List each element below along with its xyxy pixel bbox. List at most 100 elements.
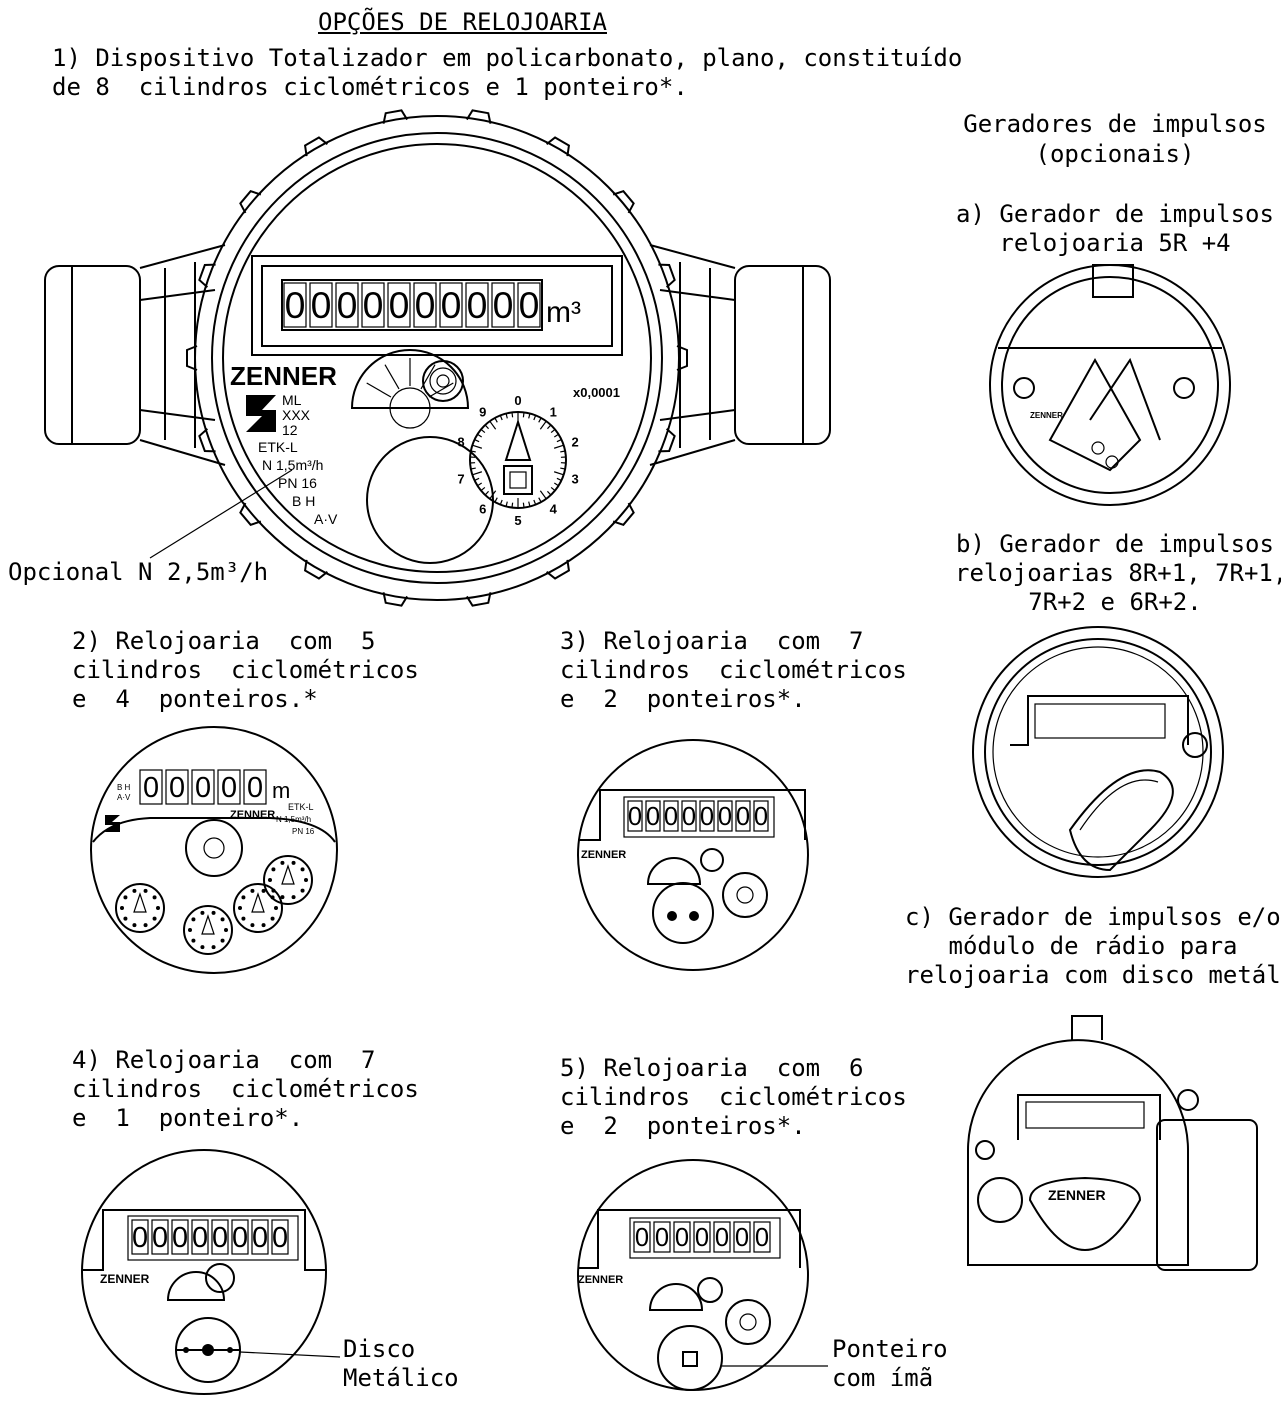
zenner-logo-mark (246, 395, 276, 432)
ring-rib (466, 109, 492, 124)
svg-text:ETK-L: ETK-L (288, 802, 314, 812)
dial-tick (560, 450, 566, 453)
dial-number: 6 (479, 502, 486, 517)
option5-line2: cilindros ciclométricos (560, 1083, 907, 1111)
ring-rib (466, 592, 492, 607)
cylinder (335, 282, 359, 328)
dial-number: 4 (550, 502, 558, 517)
svg-text:N 1,5m³/h: N 1,5m³/h (276, 815, 311, 824)
svg-text:ZENNER: ZENNER (581, 849, 626, 861)
cylinder-digit: 0 (628, 803, 642, 831)
dial-hub (503, 465, 533, 495)
option4-line2: cilindros ciclométricos (72, 1075, 419, 1103)
cylinder-digit: 0 (493, 284, 514, 326)
cylinder-digit: 0 (192, 1222, 208, 1254)
ring-rib (658, 428, 676, 453)
svg-text:ZENNER: ZENNER (578, 1274, 623, 1286)
brand-logo: ZENNER (230, 361, 337, 391)
option3-line2: cilindros ciclométricos (560, 656, 907, 684)
cylinder-digit: 0 (441, 284, 462, 326)
dial-tick (560, 467, 566, 470)
cylinder (627, 800, 643, 832)
star-spoke (384, 364, 400, 390)
cylinder-digit: 0 (363, 284, 384, 326)
option1-line2: de 8 cilindros ciclométricos e 1 ponteir… (52, 73, 688, 101)
page-title: OPÇÕES DE RELOJOARIA (318, 8, 607, 36)
dial-tick (550, 486, 556, 492)
cylinder (191, 1219, 209, 1255)
ring-rib (303, 559, 329, 580)
pulse-header-line1: Geradores de impulsos (963, 110, 1267, 138)
dial-tick (484, 424, 490, 430)
cylinder (673, 1221, 691, 1253)
ring-rib (239, 502, 262, 526)
dial-tick (522, 502, 525, 508)
cylinder (699, 800, 715, 832)
cylinder-digit: 0 (311, 284, 332, 326)
pulse-a-drawing: ZENNER (989, 264, 1231, 506)
dial-number: 8 (457, 434, 464, 449)
cylinder-digit: 0 (682, 803, 696, 831)
cylinder-digit: 0 (172, 1222, 188, 1254)
star-spoke (366, 382, 392, 398)
pulse-a-line1: a) Gerador de impulsos (956, 200, 1274, 228)
dial-tick (553, 471, 564, 476)
svg-text:B H: B H (117, 783, 131, 792)
dial-tick (489, 490, 497, 500)
ring-rib (676, 345, 688, 371)
svg-text:A·V: A·V (117, 793, 131, 802)
dial-tick (477, 433, 483, 438)
cylinder (653, 1221, 671, 1253)
sub-dial (115, 883, 165, 933)
mark-pn: PN 16 (278, 475, 317, 491)
dial-tick (505, 501, 508, 507)
cylinder (663, 800, 679, 832)
dial-tick (472, 444, 483, 449)
svg-text:ZENNER: ZENNER (1048, 1187, 1106, 1203)
cylinder-digit: 0 (467, 284, 488, 326)
cylinder (251, 1219, 269, 1255)
cylinder (717, 800, 733, 832)
cylinder-digit: 0 (715, 1224, 729, 1252)
dial-number: 5 (514, 513, 521, 528)
mark-12: 12 (282, 422, 298, 438)
cylinder (735, 800, 751, 832)
dial-tick (489, 420, 497, 430)
cylinder (491, 282, 515, 328)
dial-number: 7 (457, 472, 464, 487)
dial-tick (538, 417, 542, 423)
dial-pointer (504, 418, 532, 461)
dial-number: 1 (550, 404, 557, 419)
dial-tick (546, 424, 552, 430)
mark-ml: ML (282, 392, 302, 408)
cylinder (517, 282, 541, 328)
dial-tick (480, 486, 486, 492)
multiplier-label: x0,0001 (573, 385, 620, 400)
cylinder-digit: 0 (285, 284, 306, 326)
cylinder-digit: 0 (389, 284, 410, 326)
cylinder-digit: 0 (675, 1224, 689, 1252)
cylinder (413, 282, 437, 328)
cylinder (211, 1219, 229, 1255)
option2-line2: cilindros ciclométricos (72, 656, 419, 684)
ring-rib (303, 136, 329, 157)
option5-line1: 5) Relojoaria com 6 (560, 1054, 864, 1082)
star-spoke (428, 382, 454, 398)
cylinder-digit: 0 (232, 1222, 248, 1254)
cylinder-digit: 0 (695, 1224, 709, 1252)
dial-tick (550, 428, 556, 434)
cylinder (645, 800, 661, 832)
dial-tick (494, 417, 498, 423)
cylinder (131, 1219, 149, 1255)
cylinder (753, 1221, 771, 1253)
dial-tick (474, 439, 480, 443)
dial-tick (533, 499, 537, 505)
svg-text:ZENNER: ZENNER (230, 809, 275, 821)
dial-tick (538, 497, 542, 503)
dial-tick (553, 444, 564, 449)
cylinder (231, 1219, 249, 1255)
